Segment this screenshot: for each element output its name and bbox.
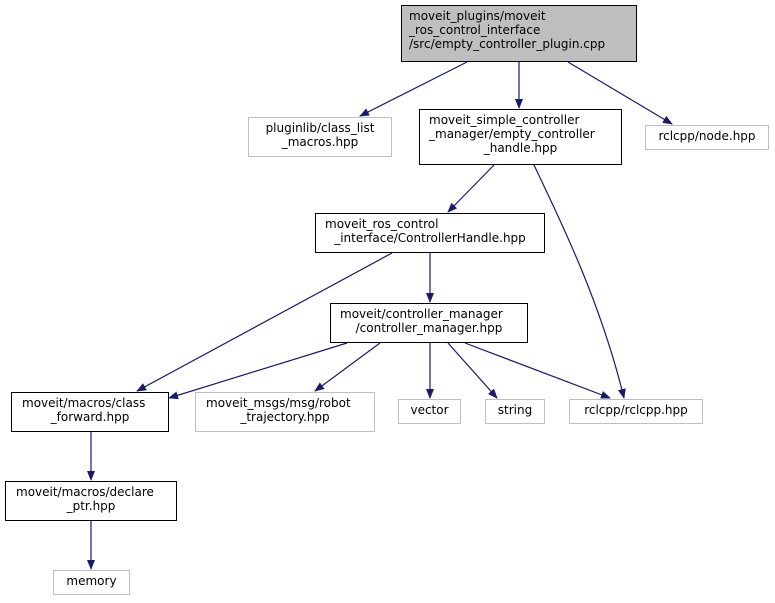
edge-controller_manager-to-rclcpp_hpp [464,342,611,399]
edge-controller_manager-to-string [447,342,498,399]
node-class-forward[interactable]: moveit/macros/class _forward.hpp [11,392,169,432]
node-declare-ptr[interactable]: moveit/macros/declare _ptr.hpp [5,481,177,521]
node-label-line: moveit_simple_controller [429,113,580,127]
node-label-line: vector [410,403,449,417]
edge-controller_manager-to-robot_trajectory [314,342,381,392]
node-label-line: moveit/controller_manager [340,307,503,321]
node-rclcpp-rclcpp[interactable]: rclcpp/rclcpp.hpp [569,399,703,424]
node-controller-handle[interactable]: moveit_ros_control _interface/Controller… [315,213,545,253]
node-label-line: _ros_control_interface [409,23,541,37]
node-label-line: _ptr.hpp [66,499,116,513]
node-label-line: moveit/macros/class [22,396,146,410]
node-empty-controller-handle[interactable]: moveit_simple_controller _manager/empty_… [419,109,622,165]
edge-controller_manager-to-class_forward [168,342,348,400]
node-label-line: _trajectory.hpp [240,410,330,424]
node-robot-trajectory[interactable]: moveit_msgs/msg/robot _trajectory.hpp [195,392,375,432]
node-vector[interactable]: vector [398,399,461,424]
node-label-line: pluginlib/class_list [265,121,375,135]
node-class-list-macros[interactable]: pluginlib/class_list _macros.hpp [248,117,392,157]
node-label-line: moveit_ros_control [325,217,439,231]
node-label-line: _interface/ControllerHandle.hpp [334,231,526,245]
node-memory[interactable]: memory [53,570,130,595]
node-label-line: /controller_manager.hpp [355,321,503,335]
node-label-line: memory [66,574,117,588]
edge-empty_controller_handle-to-controller_handle [447,164,495,213]
node-label-line: _manager/empty_controller [429,127,595,141]
node-label-line: rclcpp/node.hpp [658,129,756,143]
edge-root-to-class_list_macros [359,61,468,117]
node-root-file[interactable]: moveit_plugins/moveit _ros_control_inter… [401,5,637,62]
node-label-line: moveit_msgs/msg/robot [206,396,351,410]
node-rclcpp-node[interactable]: rclcpp/node.hpp [645,125,769,150]
edge-root-to-node_hpp [567,61,673,125]
node-label-line: moveit_plugins/moveit [409,9,546,23]
edge-empty_controller_handle-to-rclcpp_hpp [533,164,626,399]
node-label-line: /src/empty_controller_plugin.cpp [409,37,606,51]
edge-controller_handle-to-class_forward [136,252,393,392]
node-controller-manager[interactable]: moveit/controller_manager /controller_ma… [330,303,528,343]
node-string[interactable]: string [485,399,545,424]
node-label-line: rclcpp/rclcpp.hpp [584,403,688,417]
node-label-line: moveit/macros/declare [16,485,154,499]
node-label-line: _forward.hpp [50,410,130,424]
node-label-line: string [497,403,533,417]
node-label-line: _handle.hpp [483,141,558,155]
node-label-line: _macros.hpp [281,135,359,149]
